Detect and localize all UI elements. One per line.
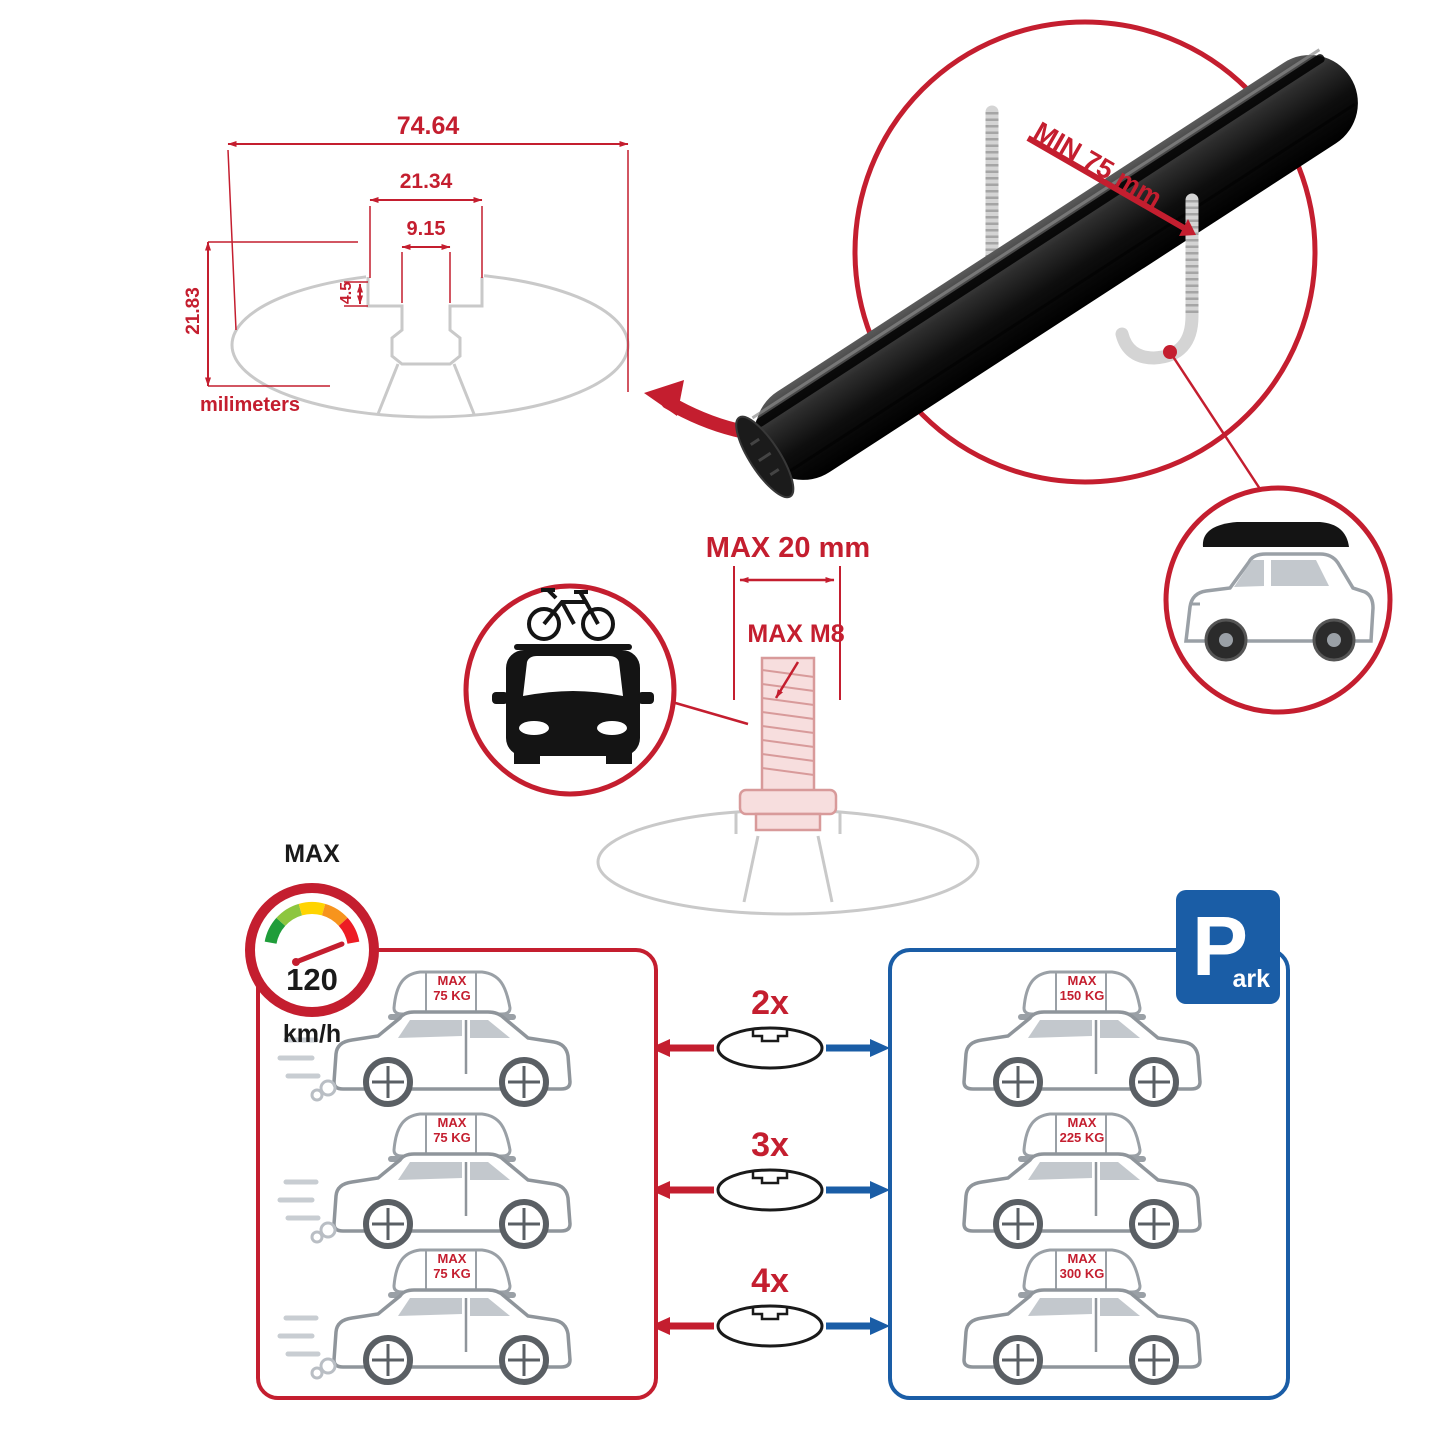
dim-channel-outer: 21.34 — [399, 170, 453, 193]
bolt-dimension-lines — [733, 566, 841, 700]
speed-units: km/h — [282, 1020, 342, 1048]
suv-roofbox-badge — [1163, 485, 1393, 715]
load-max-label: MAX — [1067, 1251, 1097, 1266]
dim-total-height: 21.83 — [183, 287, 204, 335]
load-max-label: MAX — [437, 1115, 467, 1130]
load-kg-label: 75 KG — [433, 1129, 471, 1145]
cross-section-diagram — [205, 141, 822, 443]
load-kg-label: 225 KG — [1059, 1129, 1105, 1145]
load-kg-label: 150 KG — [1059, 987, 1105, 1003]
suv-roofbox-icon — [1184, 522, 1375, 662]
car-front-icon — [492, 644, 654, 764]
speed-value: 120 — [286, 962, 338, 997]
bolt-mount-scene — [463, 566, 980, 916]
min-clamp-arrow — [1026, 135, 1186, 231]
bicycle-icon — [527, 588, 615, 641]
parking-sign-icon: P ark — [1176, 890, 1280, 1004]
min-clamp-arrowhead — [1179, 219, 1196, 236]
zoom-circle — [852, 19, 1318, 485]
units-label: milimeters — [200, 394, 301, 416]
multiplier-3x: 3x — [751, 1126, 789, 1164]
load-max-label: MAX — [1067, 973, 1097, 988]
parked-load-1: MAX 150 KG — [1032, 973, 1132, 1003]
dim-total-width: 74.64 — [396, 112, 460, 140]
multiplier-2x: 2x — [751, 984, 789, 1022]
crossbar-icon — [735, 48, 1358, 499]
u-bolt-hook-front-icon — [1115, 193, 1199, 365]
dim-lip-depth: 4.5 — [338, 281, 355, 305]
parking-sign-suffix: ark — [1232, 965, 1270, 993]
zoom-arrowhead — [644, 380, 684, 416]
parked-load-2: MAX 225 KG — [1032, 1115, 1132, 1145]
dimension-lines — [205, 141, 629, 392]
driving-load-2: MAX 75 KG — [402, 1115, 502, 1145]
driving-load-1: MAX 75 KG — [402, 973, 502, 1003]
load-kg-label: 75 KG — [433, 1265, 471, 1281]
badge-connector-line — [671, 700, 749, 726]
multiplier-4x: 4x — [751, 1262, 789, 1300]
parked-load-3: MAX 300 KG — [1032, 1251, 1132, 1281]
max-width-label: MAX 20 mm — [705, 532, 871, 564]
t-slot-channel — [366, 277, 484, 415]
load-kg-label: 75 KG — [433, 987, 471, 1003]
max-thread-label: MAX M8 — [747, 620, 845, 648]
crossbar-zoom-scene — [735, 19, 1358, 499]
speedometer-icon — [245, 883, 379, 1017]
parking-sign-letter: P — [1192, 899, 1249, 993]
mount-bolt-icon — [738, 656, 838, 832]
driving-load-3: MAX 75 KG — [402, 1251, 502, 1281]
load-max-label: MAX — [437, 973, 467, 988]
dim-channel-inner: 9.15 — [406, 218, 446, 240]
multiplier-graphics — [650, 1026, 890, 1348]
speed-max-label: MAX — [284, 840, 340, 868]
load-max-label: MAX — [1067, 1115, 1097, 1130]
gauge-needle — [293, 941, 345, 965]
load-max-label: MAX — [437, 1251, 467, 1266]
load-kg-label: 300 KG — [1059, 1265, 1105, 1281]
bar-profile-outline — [596, 808, 980, 916]
callout-line — [1168, 351, 1264, 493]
